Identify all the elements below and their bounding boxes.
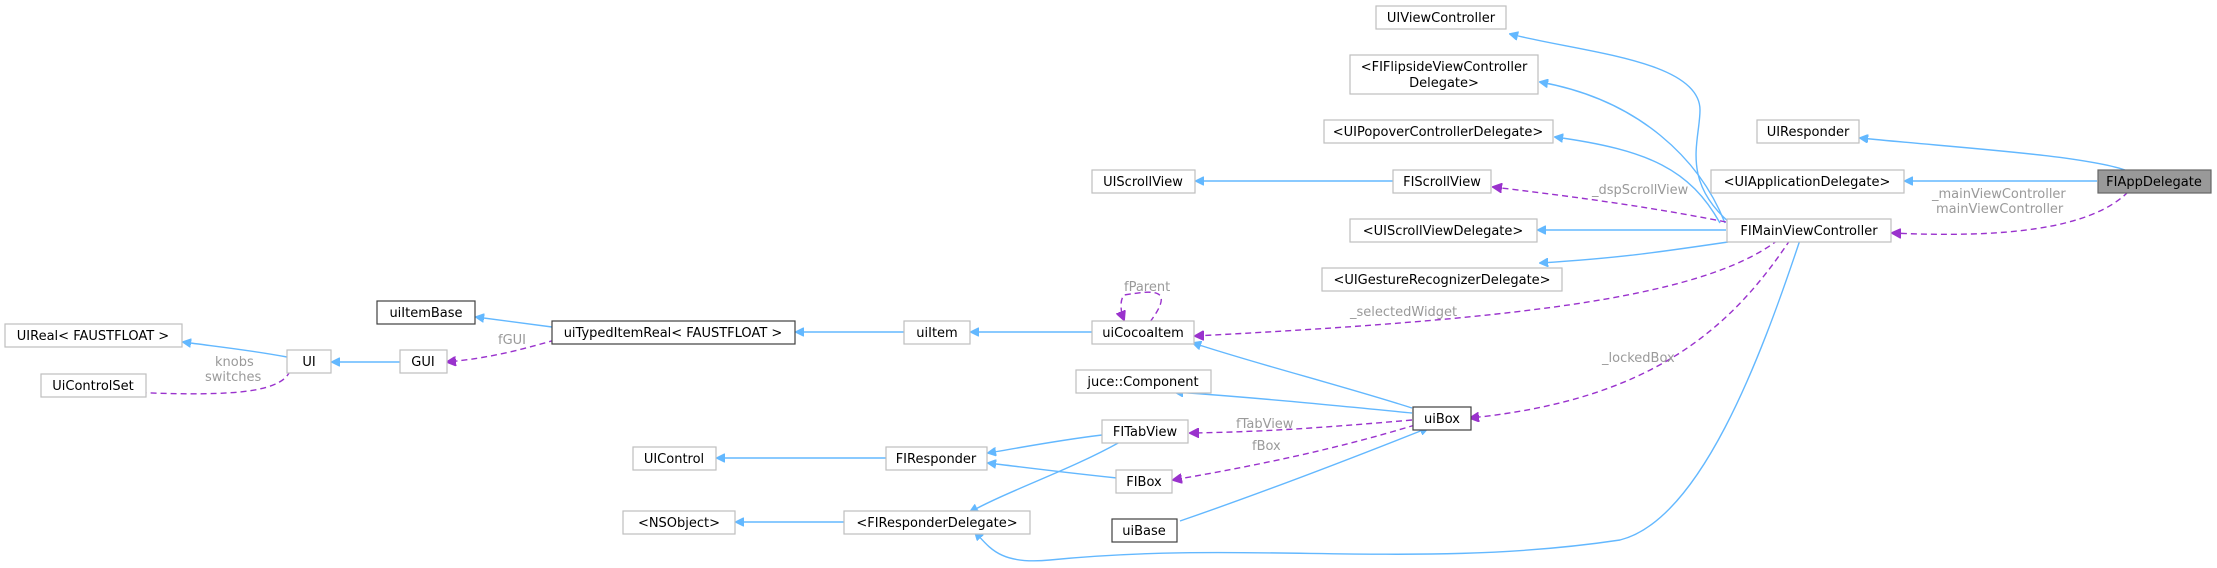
svg-text:<FIResponderDelegate>: <FIResponderDelegate> — [856, 516, 1017, 531]
node-fiappdelegate[interactable]: FIAppDelegate — [2097, 169, 2212, 194]
edge-label-fgui: fGUI — [498, 333, 526, 348]
edge-uitypeditemreal-uiitembase — [476, 317, 553, 328]
edge-fiappdelegate-uiresponder — [1860, 138, 2126, 171]
node-fiscrollview[interactable]: FIScrollView — [1392, 169, 1492, 194]
edge-uibase-uibox — [1179, 428, 1428, 522]
edge-fibox-firesponder — [988, 463, 1118, 479]
edge-uibox-jucecomponent — [1175, 392, 1413, 414]
edge-lockedbox-assoc — [1470, 239, 1791, 418]
node-uitypeditemreal[interactable]: uiTypedItemReal< FAUSTFLOAT > — [551, 320, 796, 345]
svg-text:FIResponder: FIResponder — [896, 452, 977, 467]
svg-text:uiBase: uiBase — [1122, 524, 1166, 539]
svg-text:<NSObject>: <NSObject> — [638, 516, 720, 531]
node-gui[interactable]: GUI — [399, 349, 448, 374]
svg-text:UIResponder: UIResponder — [1767, 125, 1850, 140]
svg-text:FIScrollView: FIScrollView — [1403, 175, 1481, 190]
edge-label-selectedwidget: _selectedWidget — [1349, 305, 1457, 320]
svg-text:uiBox: uiBox — [1424, 412, 1460, 427]
edge-mainviewcontroller-assoc — [1892, 191, 2129, 234]
edge-label-knobs: knobs — [215, 355, 254, 370]
svg-text:<UIGestureRecognizerDelegate>: <UIGestureRecognizerDelegate> — [1333, 273, 1550, 288]
edge-label-lockedbox: _lockedBox — [1601, 351, 1675, 366]
node-fimainviewcontroller[interactable]: FIMainViewController — [1726, 218, 1892, 243]
svg-text:uiTypedItemReal< FAUSTFLOAT >: uiTypedItemReal< FAUSTFLOAT > — [564, 326, 783, 341]
node-nsobject[interactable]: <NSObject> — [622, 510, 736, 535]
svg-text:UIControl: UIControl — [644, 452, 704, 467]
svg-text:<UIScrollViewDelegate>: <UIScrollViewDelegate> — [1363, 224, 1524, 239]
edge-fimainviewcontroller-uipopover — [1555, 137, 1721, 224]
node-uicontrolset[interactable]: UiControlSet — [40, 373, 147, 398]
edge-fbox-assoc — [1173, 424, 1416, 480]
svg-text:uiCocoaItem: uiCocoaItem — [1102, 326, 1184, 341]
svg-text:GUI: GUI — [411, 355, 434, 370]
node-uipopovercontrollerdelegate[interactable]: <UIPopoverControllerDelegate> — [1323, 119, 1554, 144]
svg-text:FIAppDelegate: FIAppDelegate — [2106, 175, 2202, 190]
node-uiviewcontroller[interactable]: UIViewController — [1375, 5, 1507, 30]
svg-text:FITabView: FITabView — [1113, 425, 1178, 440]
edge-label-switches: switches — [205, 370, 261, 385]
edge-fgui-assoc — [447, 339, 556, 362]
edge-ui-uireal — [183, 342, 288, 358]
node-jucecomponent[interactable]: juce::Component — [1075, 369, 1212, 394]
edge-fimainviewcontroller-uiviewcontroller — [1510, 34, 1731, 224]
node-firesponder[interactable]: FIResponder — [885, 446, 988, 471]
svg-text:UiControlSet: UiControlSet — [52, 379, 133, 394]
node-fitabview[interactable]: FITabView — [1101, 419, 1189, 444]
node-uiitembase[interactable]: uiItemBase — [376, 300, 476, 325]
node-uiresponder[interactable]: UIResponder — [1756, 119, 1860, 144]
svg-text:uiItemBase: uiItemBase — [389, 306, 462, 321]
svg-text:UIScrollView: UIScrollView — [1103, 175, 1183, 190]
svg-text:uiItem: uiItem — [916, 326, 957, 341]
node-fibox[interactable]: FIBox — [1115, 469, 1173, 494]
svg-text:UI: UI — [302, 355, 315, 370]
svg-text:<UIApplicationDelegate>: <UIApplicationDelegate> — [1724, 175, 1891, 190]
edge-dspscrollview-assoc — [1493, 187, 1727, 223]
edge-label-mainviewcontroller-2: mainViewController — [1936, 202, 2064, 217]
edge-label-ftabview: fTabView — [1236, 417, 1294, 432]
edge-uibox-uicocoaitem — [1193, 343, 1413, 409]
node-uireal[interactable]: UIReal< FAUSTFLOAT > — [4, 323, 183, 348]
svg-text:<FIFlipsideViewController: <FIFlipsideViewController — [1361, 60, 1528, 75]
svg-text:UIViewController: UIViewController — [1387, 11, 1496, 26]
node-uicontrol[interactable]: UIControl — [632, 446, 717, 471]
edge-fitabview-firesponderdelegate — [970, 441, 1121, 512]
svg-text:UIReal< FAUSTFLOAT >: UIReal< FAUSTFLOAT > — [17, 329, 169, 344]
node-uiscrollviewdelegate[interactable]: <UIScrollViewDelegate> — [1349, 218, 1538, 243]
node-ui[interactable]: UI — [286, 349, 332, 374]
edge-fimainviewcontroller-firesponderdelegate — [975, 239, 1801, 562]
node-uiscrollview[interactable]: UIScrollView — [1091, 169, 1196, 194]
edge-ftabview-assoc — [1190, 419, 1413, 433]
edge-fimainviewcontroller-uigesture — [1540, 241, 1729, 263]
edge-selectedwidget-assoc — [1195, 239, 1779, 336]
edge-fimainviewcontroller-fiflipside — [1540, 82, 1726, 224]
node-firesponderdelegate[interactable]: <FIResponderDelegate> — [843, 510, 1031, 535]
svg-text:FIMainViewController: FIMainViewController — [1740, 224, 1878, 239]
node-uiitem[interactable]: uiItem — [903, 320, 971, 345]
svg-text:juce::Component: juce::Component — [1086, 375, 1198, 390]
edge-fitabview-firesponder — [988, 434, 1103, 453]
node-uigesturerecognizerdelegate[interactable]: <UIGestureRecognizerDelegate> — [1321, 267, 1563, 292]
node-uibase[interactable]: uiBase — [1111, 518, 1178, 543]
svg-text:<UIPopoverControllerDelegate>: <UIPopoverControllerDelegate> — [1333, 125, 1544, 140]
edge-label-fparent: fParent — [1124, 280, 1170, 295]
edge-label-fbox: fBox — [1252, 439, 1281, 454]
svg-text:Delegate>: Delegate> — [1409, 76, 1479, 91]
node-uicocoaitem[interactable]: uiCocoaItem — [1091, 320, 1195, 345]
svg-text:FIBox: FIBox — [1126, 475, 1162, 490]
edge-label-dspscrollview: _dspScrollView — [1591, 183, 1689, 198]
node-uibox[interactable]: uiBox — [1412, 406, 1472, 431]
edge-fparent-assoc — [1121, 291, 1162, 323]
node-fiflipsideviewcontrollerdelegate[interactable]: <FIFlipsideViewController Delegate> — [1349, 54, 1539, 95]
edge-label-mainviewcontroller-1: _mainViewController — [1931, 187, 2066, 202]
node-uiapplicationdelegate[interactable]: <UIApplicationDelegate> — [1710, 169, 1905, 194]
